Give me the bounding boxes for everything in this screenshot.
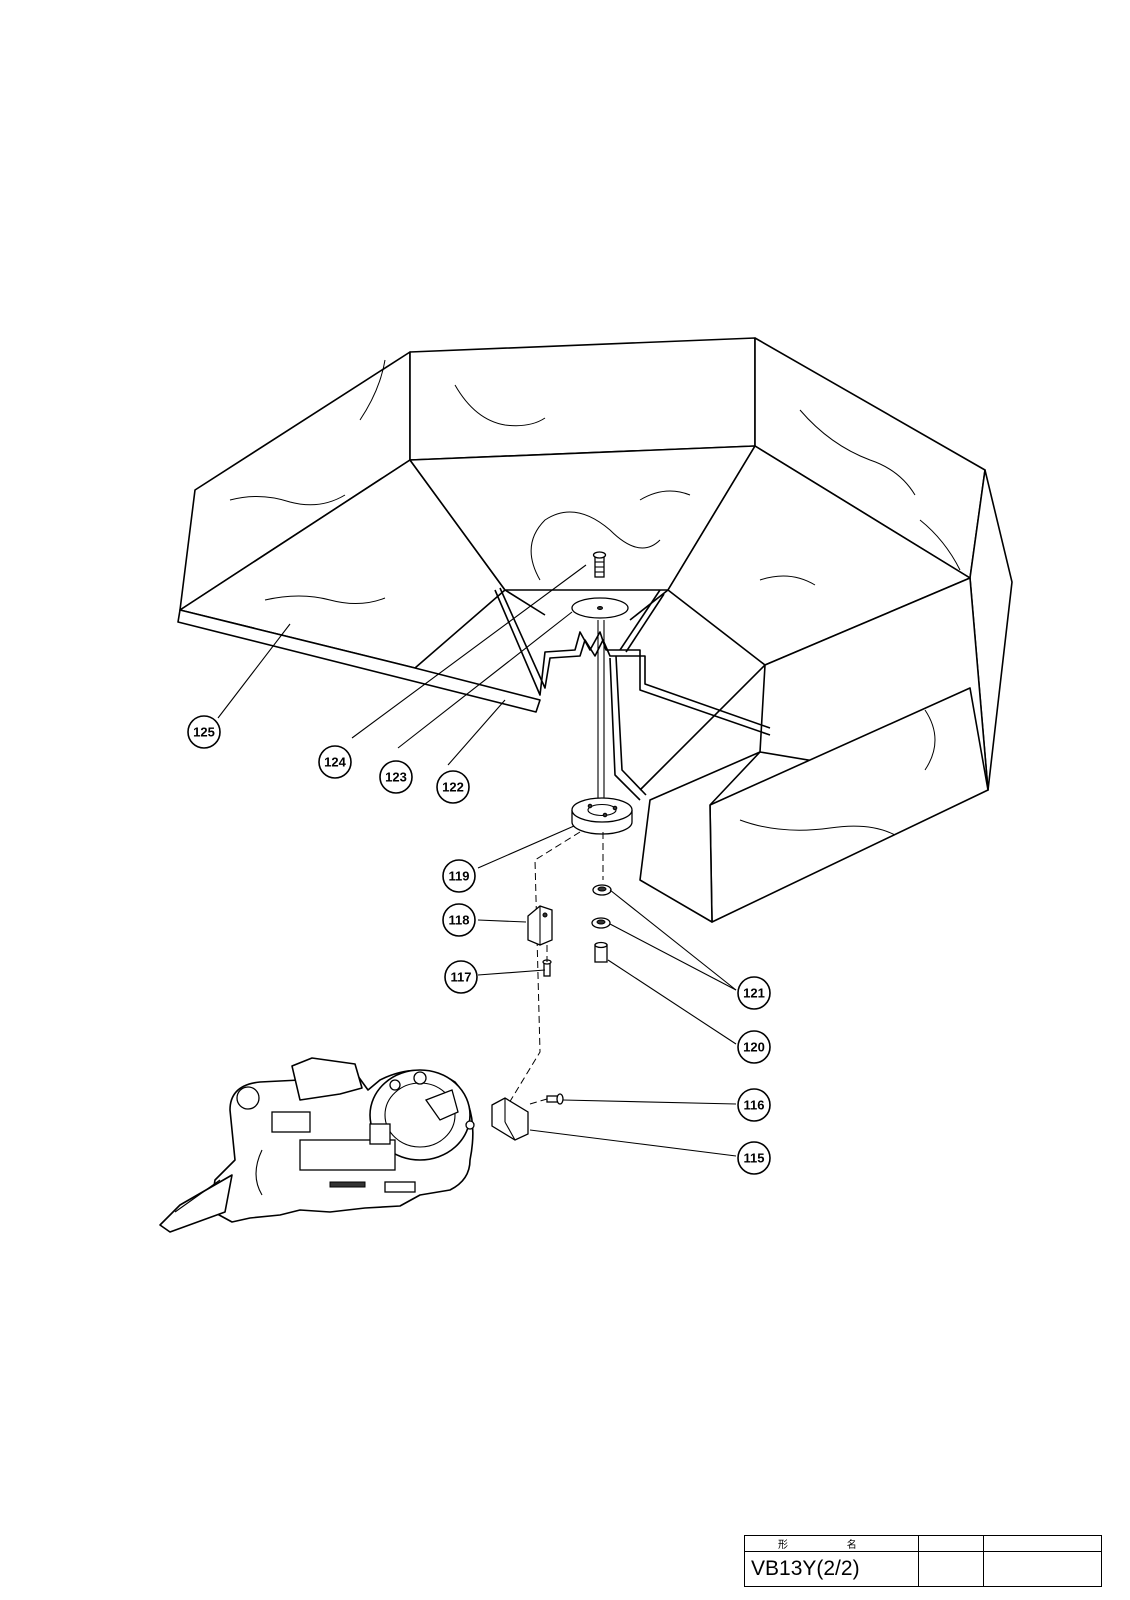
title-block-col2-header — [917, 1535, 985, 1552]
model-number: VB13Y(2/2) — [744, 1551, 919, 1587]
callout-125-label: 125 — [193, 725, 215, 740]
clip-115 — [491, 1097, 548, 1141]
callout-125: 125 — [187, 715, 221, 749]
title-block: 形 名 VB13Y(2/2) — [744, 1535, 1102, 1587]
callout-117: 117 — [444, 960, 478, 994]
leader-lines — [217, 564, 737, 1157]
tray-lower-inner-panel — [639, 751, 761, 923]
screw-124 — [592, 551, 607, 578]
title-block-col3-value — [983, 1551, 1102, 1587]
washers-121 — [591, 884, 612, 929]
tray-front-left-lip — [177, 609, 541, 713]
title-block-header: 形 名 — [744, 1535, 919, 1552]
callout-123-label: 123 — [385, 770, 407, 785]
title-block-col2-value — [917, 1551, 985, 1587]
callout-122: 122 — [436, 770, 470, 804]
callout-120-label: 120 — [743, 1040, 765, 1055]
tray-inner-fold — [504, 589, 766, 791]
screw-116 — [546, 1093, 564, 1105]
title-block-col3-header — [983, 1535, 1102, 1552]
callout-119-label: 119 — [449, 869, 470, 884]
tray-125 — [177, 337, 1013, 923]
callout-115-label: 115 — [744, 1151, 765, 1166]
callout-124: 124 — [318, 745, 352, 779]
assembly-path-left — [505, 831, 581, 1109]
callout-118-label: 118 — [449, 913, 470, 928]
callout-123: 123 — [379, 760, 413, 794]
wire-frame-122 — [494, 587, 771, 801]
callout-119: 119 — [442, 859, 476, 893]
tool-body — [159, 1057, 475, 1233]
callout-122-label: 122 — [442, 780, 464, 795]
spacer-120 — [594, 941, 608, 963]
callout-116: 116 — [737, 1088, 771, 1122]
callout-120: 120 — [737, 1030, 771, 1064]
disc-123 — [571, 597, 629, 619]
callout-121-label: 121 — [743, 986, 765, 1001]
tray-back-panel-center — [409, 337, 756, 461]
callout-117-label: 117 — [451, 970, 472, 985]
callout-116-label: 116 — [744, 1098, 765, 1113]
callout-118: 118 — [442, 903, 476, 937]
callout-121: 121 — [737, 976, 771, 1010]
callout-115: 115 — [737, 1141, 771, 1175]
callout-124-label: 124 — [324, 755, 346, 770]
hub-119 — [571, 797, 633, 835]
bracket-118 — [527, 905, 553, 946]
screw-117 — [542, 959, 552, 977]
